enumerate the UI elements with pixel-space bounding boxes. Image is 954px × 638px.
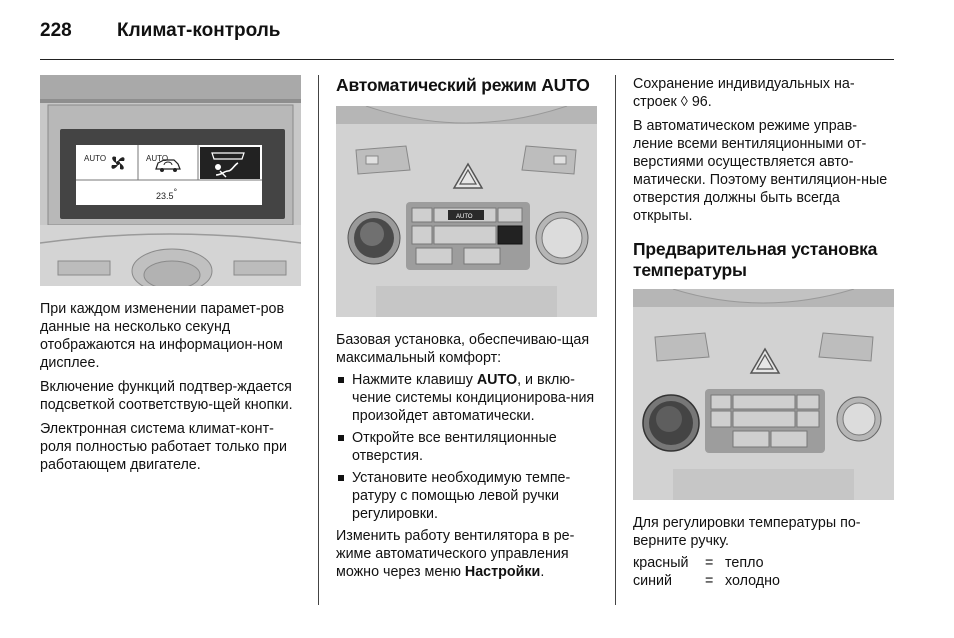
fan-icon xyxy=(111,156,125,170)
settings-reference: Сохранение индивидуальных на-строек ◊ 96… xyxy=(633,76,855,110)
list-item: Нажмите клавишу AUTO, и вклю-чение систе… xyxy=(336,371,600,425)
legend-color: красный xyxy=(633,555,689,571)
knob-caption: Для регулировки температуры по-верните р… xyxy=(633,515,861,549)
left-air-vent xyxy=(654,332,710,362)
car-recirculation-icon xyxy=(155,159,181,172)
auto-key-label: AUTO xyxy=(456,214,473,220)
temperature-knob xyxy=(642,394,700,452)
header-rule xyxy=(40,59,894,60)
body-paragraph: В автоматическом режиме управ-ление всем… xyxy=(633,118,888,224)
body-paragraph: При каждом изменении парамет-ров данные … xyxy=(40,301,285,371)
settings-note: Изменить работу вентилятора в ре-жиме ав… xyxy=(336,528,575,580)
hazard-warning-button-icon xyxy=(452,162,484,189)
column-2: Автоматический режим AUTO AUTO xyxy=(336,75,600,587)
auto-key xyxy=(448,210,484,220)
legend-equals: = xyxy=(705,555,714,571)
section-heading-auto: Автоматический режим AUTO xyxy=(336,75,590,95)
table-row: синий = холодно xyxy=(633,572,788,590)
page-number: 228 xyxy=(40,20,72,41)
right-air-vent xyxy=(818,332,874,362)
right-air-vent xyxy=(521,145,577,175)
table-row: красный = тепло xyxy=(633,554,788,572)
hazard-warning-button-icon xyxy=(749,347,781,374)
list-item: Установите необходимую темпе-ратуру с по… xyxy=(336,469,600,523)
display-auto-1: AUTO xyxy=(84,154,106,163)
right-fan-knob xyxy=(535,211,589,265)
column-divider-1 xyxy=(318,75,319,605)
column-1: AUTO AUTO 23.5° При каждом изменении пар… xyxy=(40,75,302,480)
legend-equals: = xyxy=(705,573,714,589)
display-temperature: 23.5° xyxy=(156,187,178,201)
page-title: Климат-контроль xyxy=(117,20,281,41)
column-divider-2 xyxy=(615,75,616,605)
temperature-knob-figure xyxy=(633,289,894,500)
legend-color: синий xyxy=(633,573,673,589)
body-paragraph: Включение функций подтвер-ждается подсве… xyxy=(40,379,293,413)
left-air-vent xyxy=(355,145,411,175)
legend-meaning: холодно xyxy=(725,573,780,589)
instruction-list: Нажмите клавишу AUTO, и вклю-чение систе… xyxy=(336,371,600,523)
climate-panel-figure: AUTO xyxy=(336,106,597,317)
info-display-figure: AUTO AUTO 23.5° xyxy=(40,75,301,286)
display-auto-2: AUTO xyxy=(146,154,168,163)
legend-meaning: тепло xyxy=(725,555,764,571)
right-knob xyxy=(836,396,882,442)
color-legend-table: красный = тепло синий = холодно xyxy=(633,554,788,590)
section-heading-temperature: Предварительная установка температуры xyxy=(633,239,878,280)
intro-text: Базовая установка, обеспечиваю-щая макси… xyxy=(336,332,590,366)
column-3: Сохранение индивидуальных на-строек ◊ 96… xyxy=(633,75,895,590)
windshield-air-icon xyxy=(211,152,245,178)
left-temperature-knob xyxy=(347,211,401,265)
list-item: Откройте все вентиляционные отверстия. xyxy=(336,429,600,465)
body-paragraph: Электронная система климат-конт-роля пол… xyxy=(40,421,287,473)
